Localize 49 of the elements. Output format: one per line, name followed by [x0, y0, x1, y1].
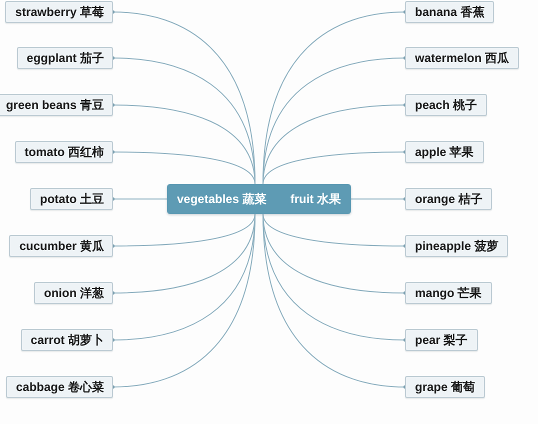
- topic-label: mango 芒果: [415, 286, 482, 300]
- topic-label: pear 梨子: [415, 333, 468, 347]
- branch-topic: [14, 141, 113, 163]
- topic-label: potato 土豆: [40, 192, 104, 206]
- branch-topic: [30, 188, 113, 210]
- branch-topic: [6, 376, 113, 398]
- branch-topic: [405, 376, 486, 398]
- topic-label: cabbage 卷心菜: [16, 380, 104, 394]
- connector-line: [350, 197, 407, 201]
- branch-topic: [5, 1, 113, 23]
- topic-label: fruit 水果: [290, 192, 342, 206]
- connector-line: [111, 103, 256, 184]
- topic-label: peach 桃子: [415, 98, 478, 112]
- topic-label: onion 洋葱: [44, 286, 104, 300]
- central-topic: [167, 184, 351, 214]
- branch-topic: [405, 94, 488, 116]
- branch-topic: [405, 329, 478, 351]
- branch-topic: [405, 141, 484, 163]
- topic-label: cucumber 黄瓜: [19, 239, 104, 253]
- connector-line: [111, 150, 256, 184]
- topic-label: green beans 青豆: [6, 98, 104, 112]
- topic-label: watermelon 西瓜: [415, 51, 510, 65]
- topic-label: carrot 胡萝卜: [30, 333, 104, 347]
- branch-topic: [405, 282, 492, 304]
- branch-topic: [405, 47, 520, 69]
- branch-topic: [405, 235, 508, 257]
- branch-topic: [0, 94, 113, 116]
- branch-topic: [405, 1, 494, 23]
- connector-line: [262, 150, 407, 184]
- connector-line: [111, 214, 256, 389]
- connector-line: [262, 214, 407, 389]
- topic-label: banana 香蕉: [415, 5, 484, 19]
- connector-line: [262, 103, 407, 184]
- connector-line: [111, 197, 168, 201]
- topic-label: vegetables 蔬菜: [176, 192, 266, 206]
- topic-label: eggplant 茄子: [26, 51, 104, 65]
- topic-label: tomato 西红柿: [24, 145, 104, 159]
- branch-topic: [9, 235, 113, 257]
- topic-label: grape 葡萄: [415, 380, 476, 394]
- branch-topic: [20, 329, 113, 351]
- branch-topic: [16, 47, 113, 69]
- topic-label: orange 桔子: [415, 192, 482, 206]
- connector-line: [262, 214, 407, 248]
- branch-topic: [405, 188, 492, 210]
- topic-label: pineapple 菠萝: [415, 239, 498, 253]
- topic-label: apple 苹果: [415, 145, 474, 159]
- connector-line: [111, 214, 256, 248]
- branch-topic: [34, 282, 113, 304]
- topic-label: strawberry 草莓: [15, 5, 104, 19]
